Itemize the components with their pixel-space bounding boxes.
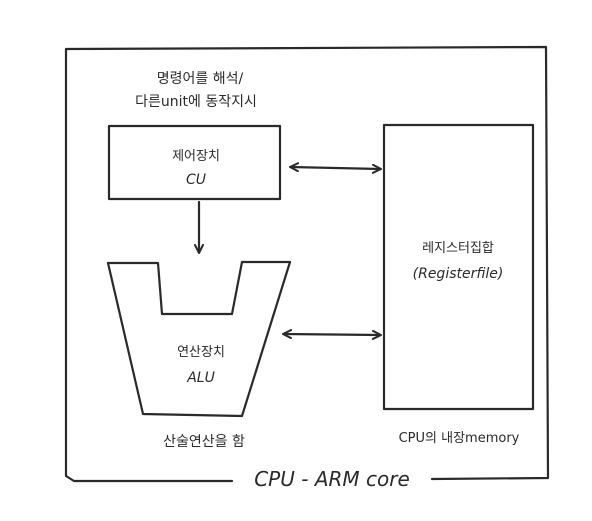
register-file-caption: CPU의 내장memory [399,431,520,446]
control-unit-label-en: CU [186,172,206,188]
alu-label-ko: 연산장치 [177,345,225,360]
alu-label-en: ALU [186,370,215,386]
cu-annotation-line2: 다른unit에 동작지시 [135,94,257,110]
cu-annotation-line1: 명령어를 해석/ [157,71,244,87]
alu-shape [106,260,292,418]
cpu-core-frame [64,45,550,483]
control-unit-label-ko: 제어장치 [172,149,220,164]
control-unit-box [107,124,282,201]
alu-register-arrow [282,329,382,340]
register-file-label-ko: 레지스터집합 [422,241,494,256]
alu-caption: 산술연산을 함 [163,434,245,450]
cpu-core-label: CPU - ARM core [254,467,410,491]
cu-register-arrow [289,162,382,174]
register-file-box [382,123,535,411]
register-file-label-en: (Registerfile) [413,266,504,282]
